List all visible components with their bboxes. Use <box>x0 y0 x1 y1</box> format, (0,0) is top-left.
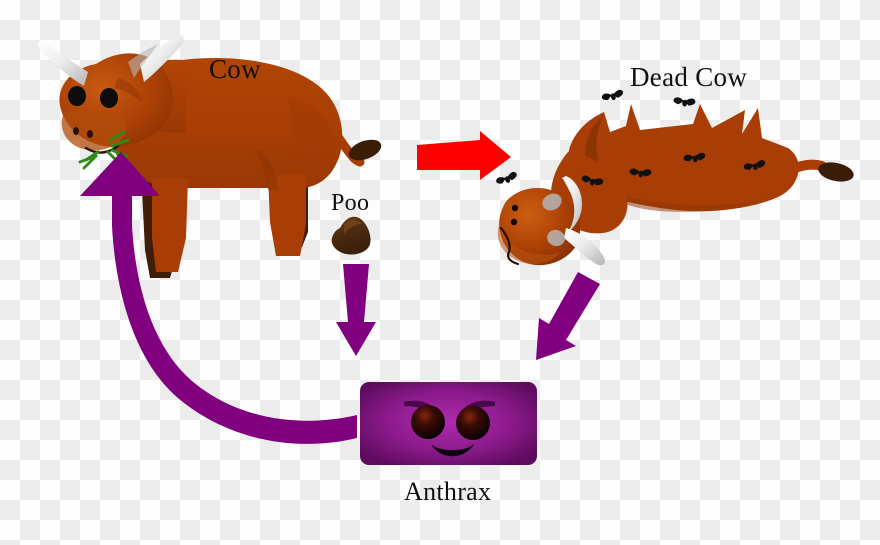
fly-icon <box>743 160 766 171</box>
live-cow <box>38 35 382 278</box>
dead-cow-eye-lower <box>510 218 518 226</box>
cow-haunch-shade <box>276 96 335 188</box>
label-cow: Cow <box>209 54 261 84</box>
dead-cow-tail-tuft <box>818 162 854 182</box>
poo <box>331 216 371 255</box>
cow-horn-left <box>38 40 88 86</box>
label-anthrax: Anthrax <box>404 477 492 506</box>
arrow-cow-to-dead-cow <box>417 131 511 180</box>
fly-icon <box>601 89 624 101</box>
fly-icon <box>683 152 706 163</box>
cow-eye-left <box>68 86 86 106</box>
fly-icon <box>629 168 652 178</box>
dead-cow-body <box>567 104 799 212</box>
dead-cow-belly-shade <box>600 188 768 212</box>
cow-horn-right <box>140 35 184 82</box>
cow-nostril-right <box>87 130 93 138</box>
cow-mouth <box>84 144 120 154</box>
cow-leg-shading <box>254 150 278 190</box>
cow-brow-shade <box>114 78 142 102</box>
cow-eye-right <box>100 88 118 108</box>
fly-icon <box>673 97 696 107</box>
cow-near-leg-front <box>152 178 188 272</box>
anthrax-eye-left <box>411 405 445 439</box>
cow-grass <box>78 130 130 170</box>
dead-cow-ear-upper <box>542 193 562 211</box>
dead-cow-eye-upper <box>511 204 519 212</box>
fly-icon <box>581 175 604 186</box>
cow-near-leg-rear <box>268 175 306 256</box>
label-dead-cow: Dead Cow <box>630 62 748 92</box>
anthrax-box <box>360 382 537 465</box>
fly-icon <box>496 171 517 184</box>
dead-cow-horn-upper <box>562 176 582 232</box>
anthrax-eye-right <box>456 406 490 440</box>
arrow-anthrax-to-cow <box>80 152 357 444</box>
dead-cow-horn-lower <box>564 228 605 266</box>
anthrax-mouth <box>431 443 475 457</box>
poo-blob <box>331 216 371 255</box>
dead-cow-mouth <box>499 226 520 266</box>
dead-cow-ear-lower <box>547 229 565 247</box>
cow-horn-shadow <box>128 44 158 78</box>
poo-highlight <box>344 219 362 234</box>
label-poo: Poo <box>331 190 370 216</box>
arrow-dead-cow-to-anthrax <box>536 272 600 360</box>
cow-nostril-left <box>73 127 79 135</box>
cow-tail-tuft <box>348 139 382 161</box>
dead-cow-head <box>499 187 581 266</box>
dead-cow-flank-shade <box>584 114 604 168</box>
dead-cow-muzzle <box>497 222 560 265</box>
dead-cow <box>496 89 854 266</box>
arrow-poo-to-anthrax <box>336 264 376 356</box>
fly-group <box>496 89 766 186</box>
